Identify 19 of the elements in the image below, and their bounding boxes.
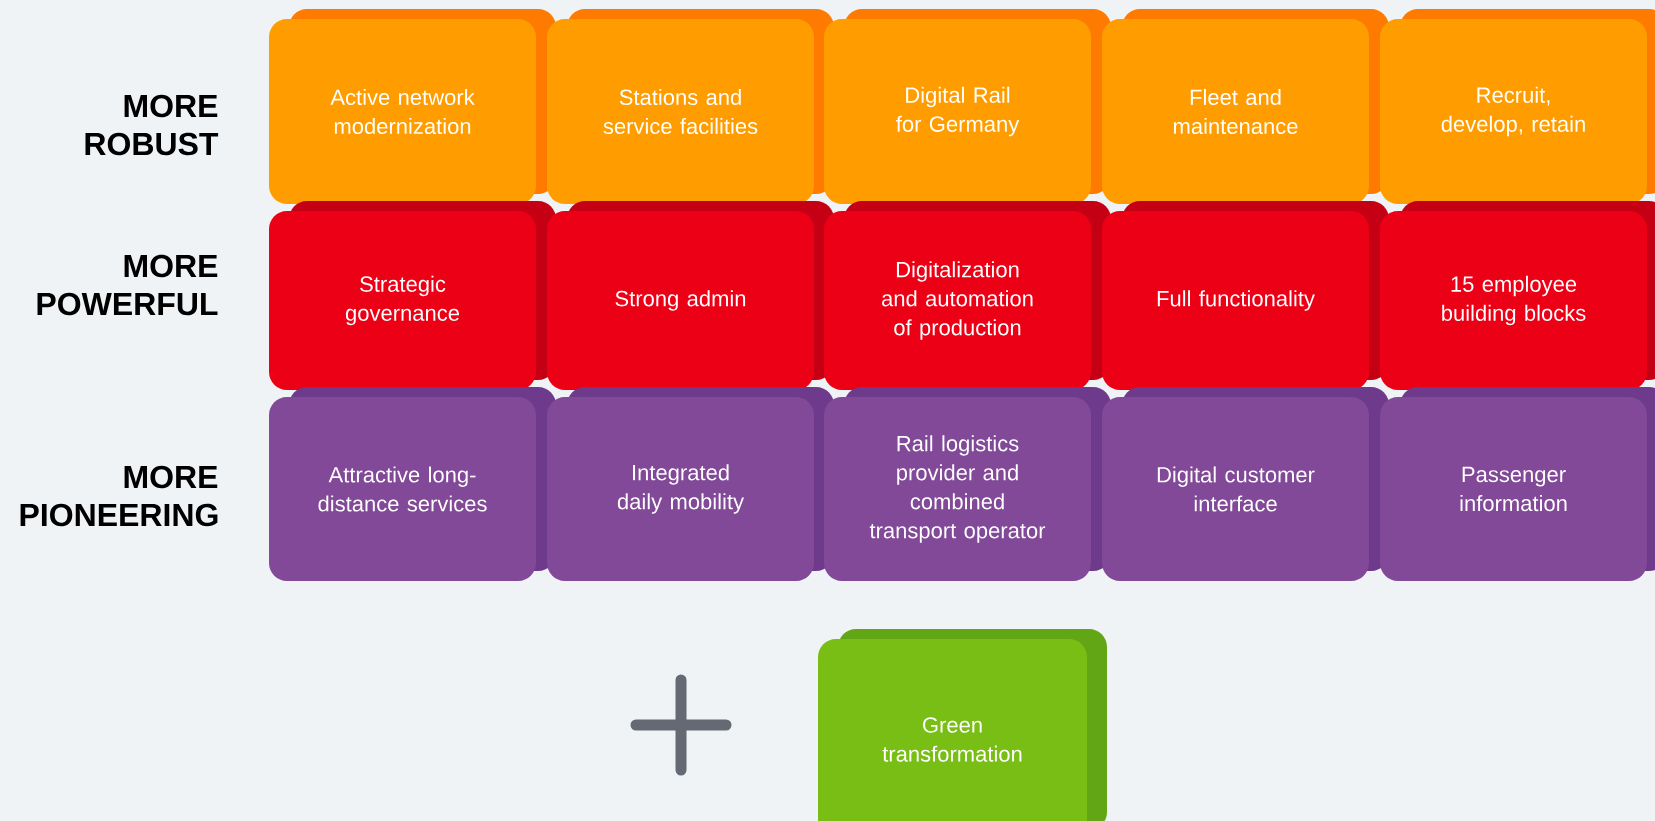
block-box: Digital Rail for Germany [824, 9, 1111, 204]
block-box: Recruit, develop, retain [1380, 9, 1655, 204]
block-box: Stations and service facilities [547, 9, 834, 204]
block-box: Full functionality [1102, 201, 1389, 390]
block-box: Integrated daily mobility [547, 387, 834, 581]
row-label: MORE POWERFUL [37, 254, 218, 316]
row-label: MORE PIONEERING [20, 465, 218, 527]
block-box: Passenger information [1380, 387, 1655, 581]
block-box: Active network modernization [269, 9, 556, 204]
block-box: Attractive long-distance services [269, 387, 556, 581]
block-box: Strong admin [547, 201, 834, 390]
block-box: Digitalization and automation of production [824, 201, 1111, 390]
block-box: Strategic governance [269, 201, 556, 390]
block-box: Green transformation [818, 629, 1107, 821]
block-box: Fleet and maintenance [1102, 9, 1389, 204]
block-box: 15 employee building blocks [1380, 201, 1655, 390]
block-box: Digital customer interface [1102, 387, 1389, 581]
row-label: MORE ROBUST [85, 94, 219, 156]
block-box: Rail logistics provider and combined transport operator [824, 387, 1111, 581]
